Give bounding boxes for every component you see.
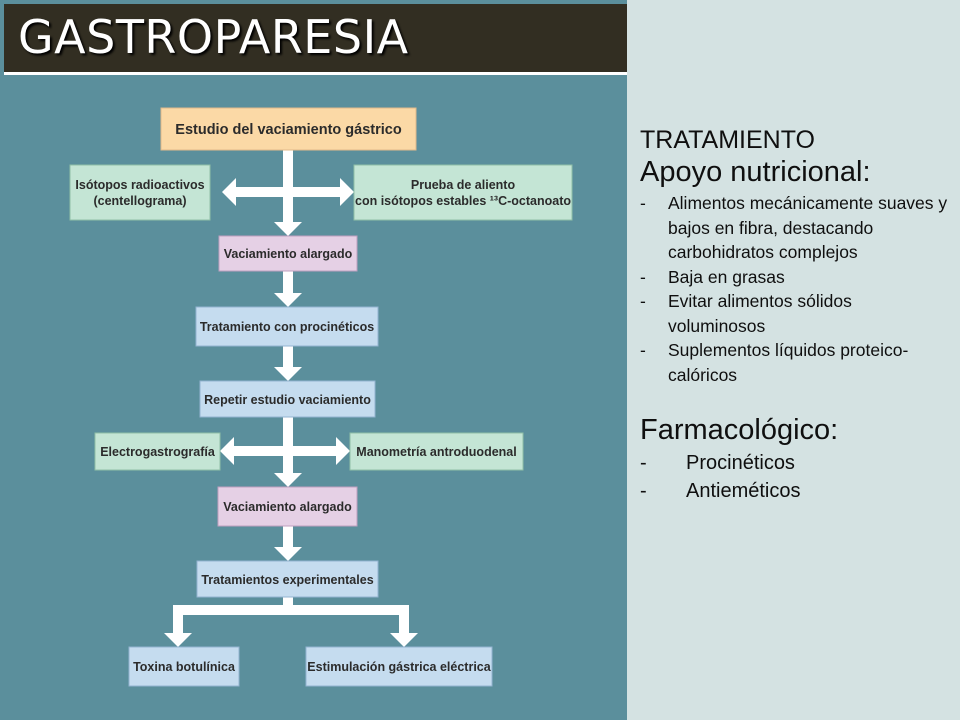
nutritional-item: - Evitar alimentos sólidos voluminosos: [640, 289, 950, 338]
arrowhead-left-isotopes: [222, 178, 236, 206]
box-isotopes-background: [69, 164, 211, 221]
pharmacological-item-text: Antieméticos: [686, 480, 801, 502]
box-breath-line-1: Prueba de aliento: [411, 178, 516, 192]
nutritional-item-text: Suplementos líquidos proteico-calóricos: [668, 340, 909, 385]
box-start-background: [160, 107, 417, 151]
arrowhead-right-breath: [340, 178, 354, 206]
box-prokinetic-treatment: Tratamiento con procinéticos: [195, 306, 379, 347]
box-electric-stimulation-label: Estimulación gástrica eléctrica: [307, 660, 491, 674]
list-dash: -: [640, 291, 646, 311]
box-prolonged-2-label: Vaciamiento alargado: [223, 500, 352, 514]
nutritional-list: - Alimentos mecánicamente suaves y bajos …: [640, 191, 950, 387]
list-dash: -: [640, 480, 647, 502]
list-dash: -: [640, 266, 646, 287]
connector-bottom-split: [173, 605, 409, 615]
list-dash: -: [640, 340, 646, 360]
nutritional-item: - Suplementos líquidos proteico-calóricos: [640, 338, 950, 387]
connector-electro-manometry: [230, 446, 340, 456]
connector-split-left: [173, 605, 183, 639]
box-isotopes-line-1: Isótopos radioactivos: [75, 178, 204, 192]
nutritional-item: - Baja en grasas: [640, 265, 950, 290]
flowchart-arrows: [164, 150, 418, 647]
connector-prolonged-1-to-prokinetic: [283, 271, 293, 299]
pharmacological-list: - Procinéticos - Antieméticos: [640, 449, 950, 505]
box-prolonged-2-background: [217, 486, 358, 527]
box-prokinetic-background: [195, 306, 379, 347]
box-electrogastrography-label: Electrogastrografía: [100, 445, 216, 459]
box-prolonged-1-background: [218, 235, 358, 272]
nutritional-item-text: Alimentos mecánicamente suaves y bajos e…: [668, 193, 948, 262]
title-bar: GASTROPARESIA: [4, 4, 627, 75]
box-start-label: Estudio del vaciamiento gástrico: [175, 122, 402, 138]
box-manometry: Manometría antroduodenal: [349, 432, 524, 471]
treatment-heading: TRATAMIENTO: [640, 126, 815, 154]
arrowhead-left-electrogastrography: [220, 437, 234, 465]
box-isotopes-line-2: (centellograma): [93, 194, 186, 208]
box-prolonged-1-label: Vaciamiento alargado: [224, 247, 353, 261]
box-botulinum-background: [128, 646, 240, 687]
box-manometry-label: Manometría antroduodenal: [356, 445, 516, 459]
box-manometry-background: [349, 432, 524, 471]
pharmacological-item: - Antieméticos: [640, 477, 950, 505]
box-start: Estudio del vaciamiento gástrico: [160, 107, 417, 151]
connector-isotopes-breath: [232, 187, 344, 197]
connector-prolonged-2-to-experimental: [283, 526, 293, 554]
box-prolonged-2: Vaciamiento alargado: [217, 486, 358, 527]
pharmacological-item: - Procinéticos: [640, 449, 950, 477]
arrowhead-right-manometry: [336, 437, 350, 465]
arrowhead-down-prokinetic: [274, 293, 302, 307]
section-spacer: [640, 387, 950, 413]
connector-prokinetic-to-repeat: [283, 346, 293, 374]
box-breath-line-2: con isótopos estables ¹³C-octanoato: [355, 194, 571, 208]
box-repeat-label: Repetir estudio vaciamiento: [204, 393, 371, 407]
pharmacological-item-text: Procinéticos: [686, 452, 795, 474]
box-breath-background: [353, 164, 573, 221]
box-isotopes: Isótopos radioactivos (centellograma): [69, 164, 211, 221]
box-repeat-background: [199, 380, 376, 418]
arrowhead-down-prolonged-2: [274, 473, 302, 487]
flowchart-diagram: Estudio del vaciamiento gástrico Isótopo…: [69, 107, 573, 687]
box-electrogastrography: Electrogastrografía: [94, 432, 221, 471]
nutritional-item-text: Baja en grasas: [668, 266, 785, 287]
box-prolonged-1: Vaciamiento alargado: [218, 235, 358, 272]
arrowhead-down-experimental: [274, 547, 302, 561]
page-title: GASTROPARESIA: [18, 10, 409, 64]
list-dash: -: [640, 193, 646, 213]
arrowhead-down-botulinum: [164, 633, 192, 647]
box-experimental-label: Tratamientos experimentales: [201, 573, 373, 587]
connector-experimental-to-split: [283, 597, 293, 612]
treatment-section: TRATAMIENTO Apoyo nutricional: - Alimento…: [640, 125, 950, 505]
list-dash: -: [640, 452, 647, 474]
nutritional-item: - Alimentos mecánicamente suaves y bajos …: [640, 191, 950, 265]
box-breath-test: Prueba de aliento con isótopos estables …: [353, 164, 573, 221]
box-electrogastrography-background: [94, 432, 221, 471]
arrowhead-down-repeat: [274, 367, 302, 381]
box-botulinum-label: Toxina botulínica: [133, 660, 236, 674]
box-botulinum: Toxina botulínica: [128, 646, 240, 687]
box-repeat-study: Repetir estudio vaciamiento: [199, 380, 376, 418]
box-electric-stimulation-background: [305, 646, 493, 687]
box-prokinetic-label: Tratamiento con procinéticos: [200, 320, 374, 334]
box-experimental-background: [196, 560, 379, 598]
arrowhead-down-electric-stimulation: [390, 633, 418, 647]
connector-split-right: [399, 605, 409, 639]
nutritional-item-text: Evitar alimentos sólidos voluminosos: [668, 291, 852, 336]
pharmacological-heading: Farmacológico:: [640, 414, 839, 446]
nutritional-heading: Apoyo nutricional:: [640, 156, 871, 188]
box-experimental: Tratamientos experimentales: [196, 560, 379, 598]
box-electric-stimulation: Estimulación gástrica eléctrica: [305, 646, 493, 687]
arrowhead-down-prolonged-1: [274, 222, 302, 236]
treatment-panel: [627, 0, 960, 720]
